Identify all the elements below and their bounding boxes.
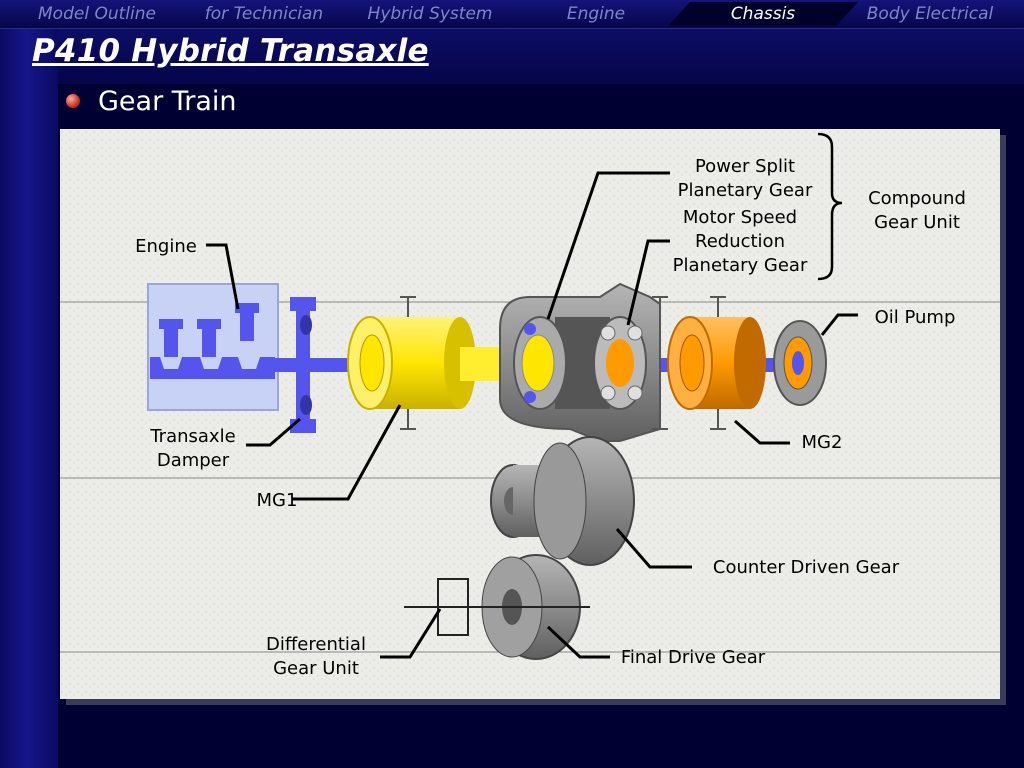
tab-chassis[interactable]: Chassis	[730, 4, 796, 24]
section-subtitle: Gear Train	[98, 86, 237, 117]
label-oil-pump: Oil Pump	[874, 307, 956, 328]
page-title: P410 Hybrid Transaxle	[32, 33, 429, 69]
oil-pump-graphic	[773, 320, 827, 406]
label-mg1: MG1	[256, 490, 298, 511]
label-line: Reduction	[695, 231, 785, 252]
label-line: Power Split	[694, 156, 796, 177]
label-mg2: MG2	[801, 432, 843, 453]
final-drive-graphic	[404, 554, 590, 660]
leader-lines	[206, 132, 858, 659]
label-line: Planetary Gear	[677, 180, 813, 201]
active-tab-highlight	[668, 2, 858, 26]
label-motor-speed-reduction: Motor Speed Reduction Planetary Gear	[660, 206, 820, 278]
ground-symbols	[400, 296, 726, 430]
label-line: Differential	[266, 634, 366, 655]
label-differential-gear-unit: Differential Gear Unit	[256, 633, 376, 681]
engine-graphic	[147, 283, 279, 411]
tab-body-electrical[interactable]: Body Electrical	[866, 4, 994, 24]
label-line: Damper	[156, 450, 230, 471]
tab-engine[interactable]: Engine	[566, 4, 626, 24]
label-line: Gear Unit	[874, 212, 960, 233]
label-final-drive-gear: Final Drive Gear	[620, 647, 766, 668]
label-line: Transaxle	[150, 426, 236, 447]
counter-gear-graphic	[490, 436, 635, 566]
label-line: Motor Speed	[682, 207, 798, 228]
header-band	[0, 28, 1024, 84]
label-line: Gear Unit	[273, 658, 359, 679]
label-power-split: Power Split Planetary Gear	[670, 155, 820, 203]
mg2-graphic	[667, 316, 766, 410]
label-line: Compound	[868, 188, 966, 209]
label-line: Planetary Gear	[672, 255, 808, 276]
label-engine: Engine	[135, 236, 197, 257]
tab-model-outline[interactable]: Model Outline	[38, 4, 156, 24]
tab-for-technician[interactable]: for Technician	[204, 4, 324, 24]
bullet-icon	[66, 94, 80, 108]
tab-hybrid-system[interactable]: Hybrid System	[367, 4, 493, 24]
label-transaxle-damper: Transaxle Damper	[138, 425, 248, 473]
planetary-housing-graphic	[499, 282, 661, 442]
damper-graphic	[290, 297, 316, 433]
gear-train-diagram	[60, 129, 1000, 699]
diagram-panel: Power Split Planetary Gear Motor Speed R…	[60, 129, 1000, 699]
label-compound-gear-unit: Compound Gear Unit	[852, 187, 982, 235]
top-nav: Model Outline for Technician Hybrid Syst…	[0, 0, 1024, 29]
label-counter-driven-gear: Counter Driven Gear	[712, 557, 900, 578]
left-accent-bar	[0, 28, 58, 768]
